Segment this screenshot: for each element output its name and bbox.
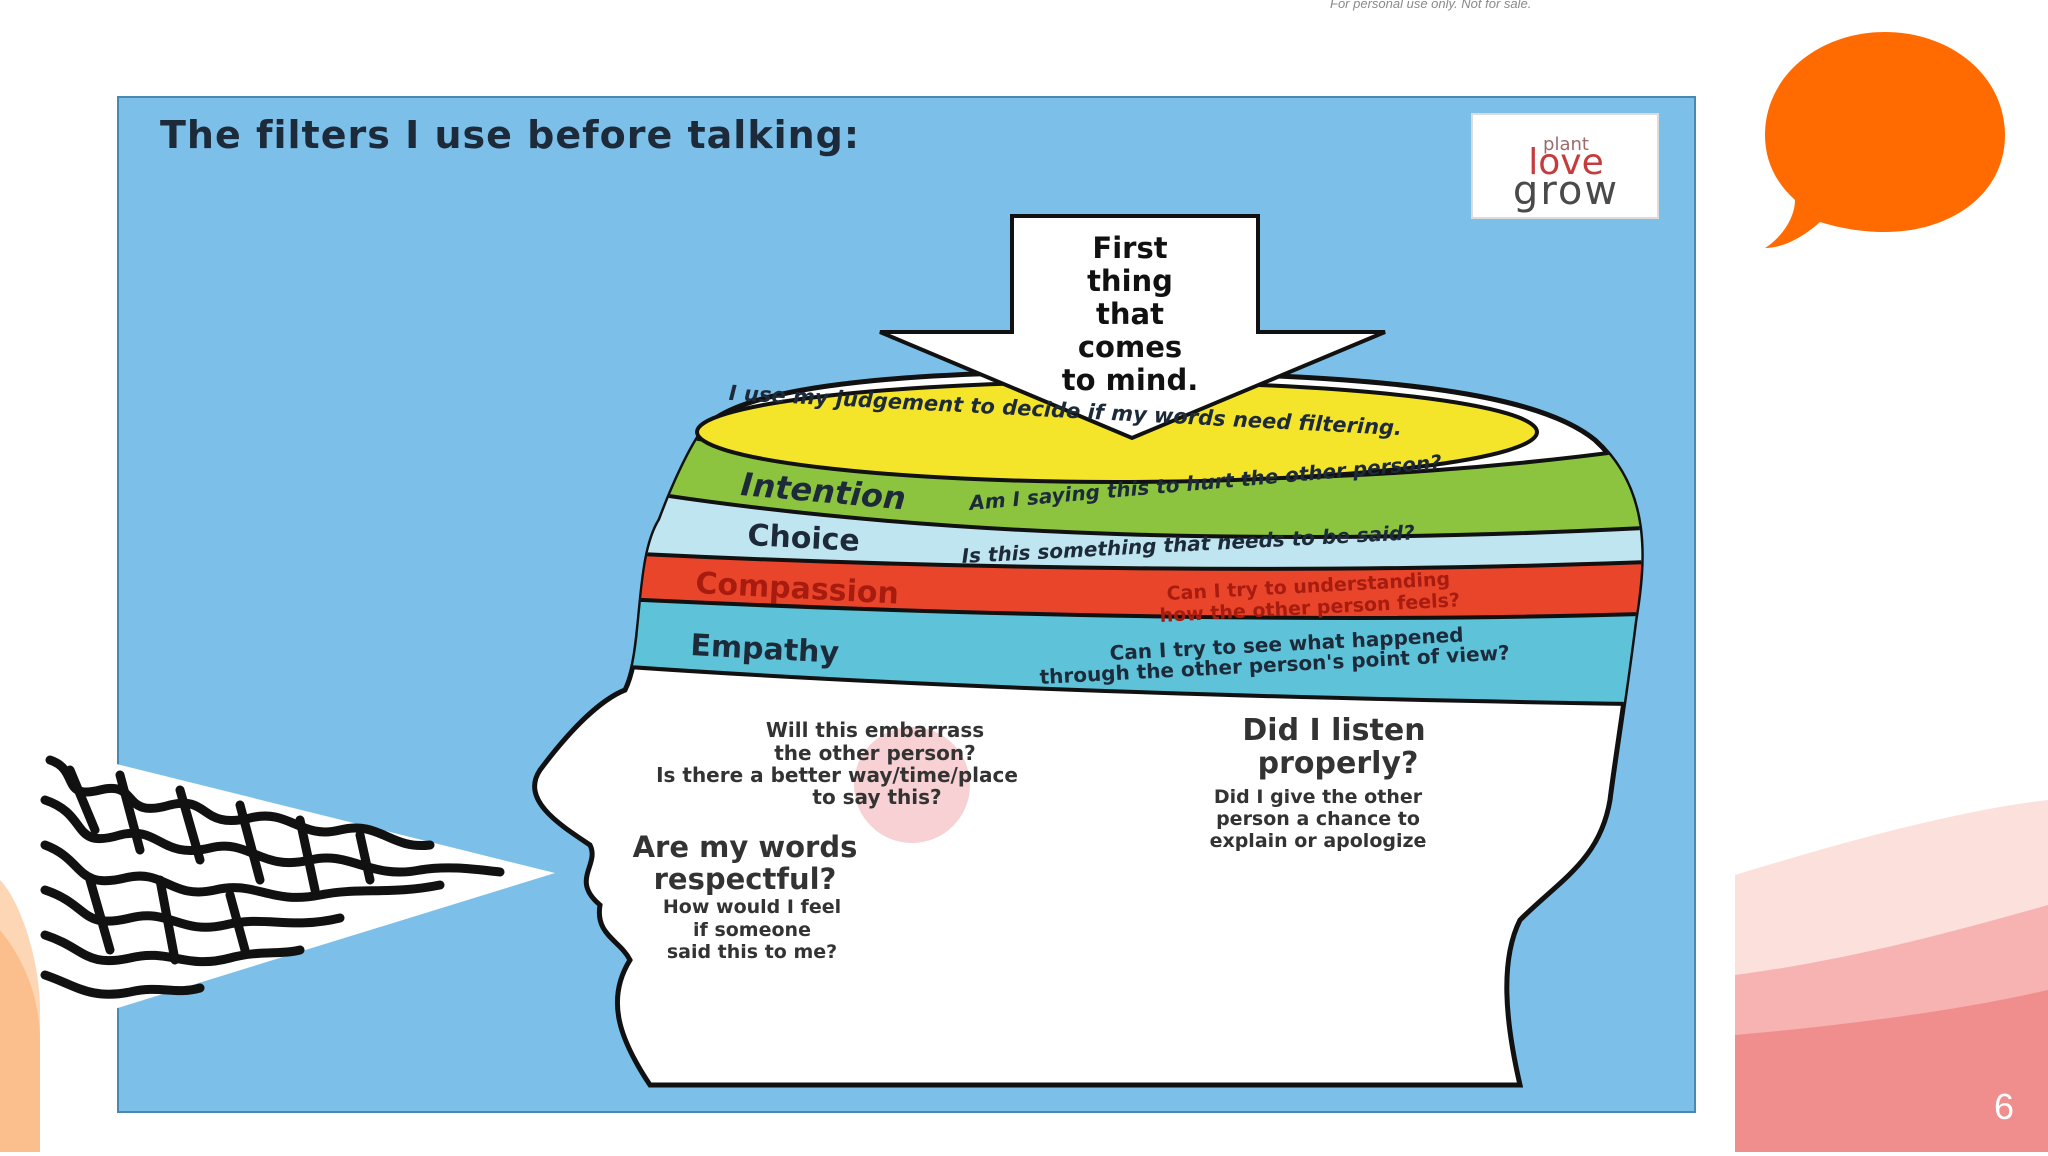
band-empathy — [598, 598, 1642, 708]
listen-body-2: person a chance to — [1216, 808, 1420, 830]
logo-box — [1471, 113, 1659, 219]
respect-heading-2: respectful? — [654, 862, 837, 896]
speech-bubble-icon — [1765, 32, 2005, 248]
listen-body-3: explain or apologize — [1210, 830, 1427, 852]
copyright-note: For personal use only. Not for sale. — [1330, 0, 1532, 11]
embarrass-block: Will this embarrass the other person? Is… — [656, 718, 1018, 809]
embarrass-line-4: to say this? — [812, 785, 941, 809]
logo-plant: plant — [1543, 134, 1589, 155]
page-number: 6 — [1994, 1086, 2015, 1127]
logo-love: love — [1528, 142, 1603, 183]
listen-heading-1: Did I listen — [1242, 713, 1425, 748]
respect-heading-1: Are my words — [633, 830, 858, 864]
respect-body-3: said this to me? — [667, 941, 837, 963]
embarrass-line-3: Is there a better way/time/place — [656, 763, 1018, 787]
respect-block: Are my words respectful? How would I fee… — [633, 830, 858, 963]
listen-heading-2: properly? — [1258, 746, 1419, 781]
arrow-line-1: First — [1092, 231, 1167, 265]
respect-body-1: How would I feel — [663, 896, 841, 918]
left-wave-decor-dark — [0, 930, 40, 1152]
panel-title: The filters I use before talking: — [160, 113, 860, 157]
scribble-icon — [40, 755, 505, 999]
empathy-label: Empathy — [690, 628, 841, 671]
right-wave-decor-dark — [1735, 990, 2048, 1152]
arrow-line-5: to mind. — [1062, 363, 1198, 397]
filter-bands — [598, 417, 1642, 708]
arrow-line-4: comes — [1078, 330, 1182, 364]
arrow-line-3: that — [1096, 297, 1164, 331]
respect-body-2: if someone — [693, 919, 811, 941]
arrow-line-2: thing — [1087, 264, 1173, 298]
pink-spot — [854, 727, 970, 843]
embarrass-line-1: Will this embarrass — [766, 718, 984, 742]
logo-grow: grow — [1513, 168, 1619, 214]
listen-body-1: Did I give the other — [1214, 786, 1423, 808]
listen-block: Did I listen properly? Did I give the ot… — [1210, 713, 1427, 852]
arrow-text: First thing that comes to mind. — [1062, 231, 1198, 397]
embarrass-line-2: the other person? — [774, 741, 975, 765]
down-arrow-icon — [879, 214, 1386, 441]
choice-label: Choice — [747, 518, 861, 559]
